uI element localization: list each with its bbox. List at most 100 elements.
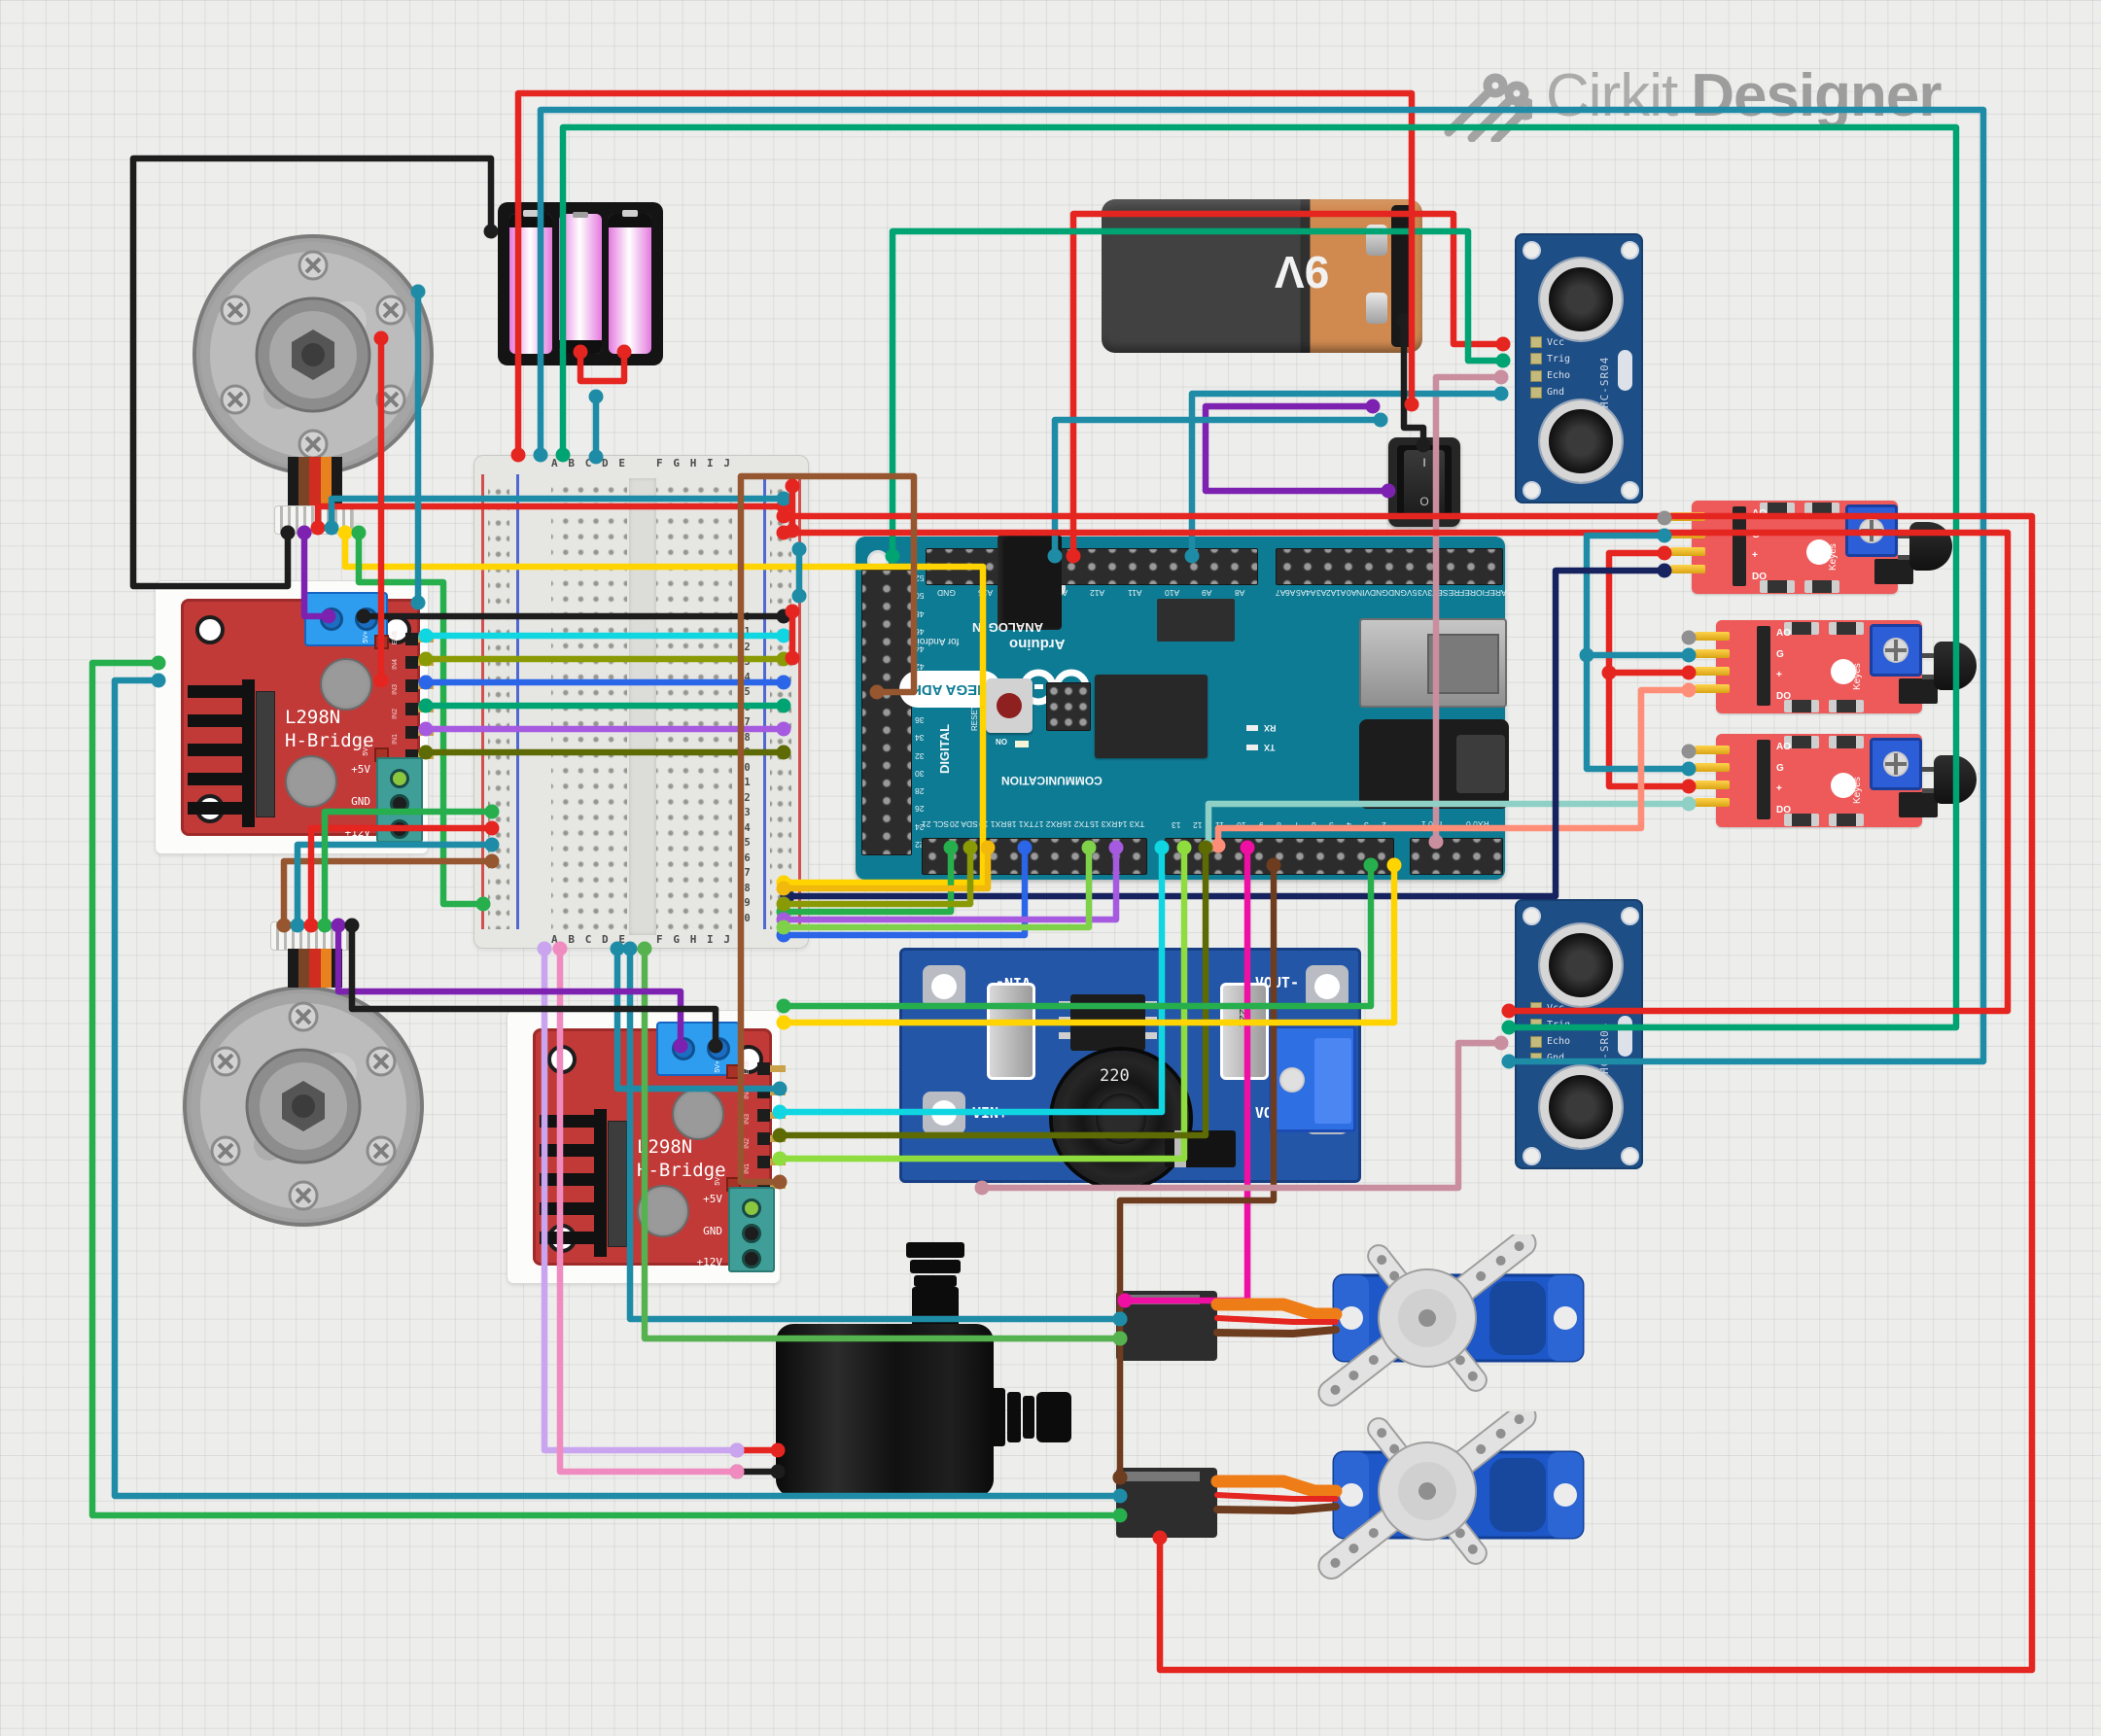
ctrl-pin[interactable]: [757, 1156, 786, 1168]
analog-header-a[interactable]: [926, 548, 1258, 585]
enable-jumper[interactable]: [726, 1064, 741, 1079]
ir-led[interactable]: [1934, 755, 1977, 804]
communication-label: COMMUNICATION: [1001, 774, 1103, 787]
breadboard-row-number: 19: [738, 746, 751, 759]
pot-screw[interactable]: [1279, 1067, 1305, 1093]
ir-led[interactable]: [1909, 522, 1952, 571]
ir-potentiometer[interactable]: [1870, 738, 1922, 790]
serial-header[interactable]: [1410, 838, 1503, 875]
pin-label: 48: [915, 608, 925, 619]
ir-led[interactable]: [1934, 642, 1977, 690]
mount-hole: [1554, 1483, 1577, 1507]
pin-label: IOREF: [1459, 588, 1486, 598]
wire-endpoint[interactable]: [1579, 647, 1594, 663]
analog-power-header[interactable]: [1276, 548, 1503, 585]
battery-holder-3xaa[interactable]: [498, 202, 663, 365]
pin-label: SCL 21: [922, 819, 950, 829]
ctrl-pin[interactable]: [757, 1062, 786, 1075]
capacitor: [320, 658, 372, 711]
trim-potentiometer[interactable]: [1269, 1025, 1356, 1132]
digital-pin-numbers: 52504846444240383634323028262422: [912, 573, 928, 850]
wire-endpoint[interactable]: [1373, 412, 1388, 428]
wire-endpoint[interactable]: [776, 998, 791, 1014]
wire-teal[interactable]: [294, 841, 496, 929]
battery-9v[interactable]: 9V: [1102, 199, 1422, 353]
on-label: ON: [996, 737, 1007, 746]
enable-jumper[interactable]: [374, 635, 389, 649]
wire-endpoint[interactable]: [483, 224, 499, 239]
pwm-header[interactable]: [1165, 838, 1394, 875]
rail-holes[interactable]: [488, 480, 509, 929]
l298n-driver-top[interactable]: L298N H-Bridge ENBIN4IN3IN2IN1ENA 5V+ 5V…: [156, 581, 434, 853]
wire-endpoint[interactable]: [1495, 353, 1511, 368]
reset-button[interactable]: [986, 678, 1033, 733]
ir-potentiometer[interactable]: [1845, 504, 1898, 557]
breadboard-letter: F: [656, 457, 663, 469]
capacitor: [672, 1088, 724, 1140]
wire-endpoint[interactable]: [1493, 386, 1509, 401]
motor-bottom-connector[interactable]: [270, 921, 354, 951]
power-screw-terminal[interactable]: [376, 757, 423, 843]
switch-rocker[interactable]: I O: [1404, 450, 1445, 514]
dc-motor-bottom[interactable]: [177, 980, 430, 1233]
servo-bottom[interactable]: [1108, 1411, 1614, 1625]
pin-label: AO: [1752, 508, 1767, 519]
ctrl-pin[interactable]: [405, 679, 434, 692]
dc-motor-top[interactable]: [187, 228, 439, 481]
pin-label: +: [1752, 550, 1758, 562]
ctrl-pin[interactable]: [405, 633, 434, 645]
ctrl-pin[interactable]: [405, 726, 434, 739]
ctrl-pin[interactable]: [757, 1086, 786, 1098]
motor-top-connector[interactable]: [274, 505, 354, 535]
pin-label: 34: [915, 733, 925, 744]
wire-endpoint[interactable]: [1495, 336, 1511, 352]
wire-teal[interactable]: [1051, 416, 1384, 560]
pin-label: DO: [1752, 571, 1767, 582]
communication-header[interactable]: [922, 838, 1147, 875]
breadboard-row-number: 5: [738, 536, 745, 548]
pin-label: GND: [1370, 588, 1389, 598]
arduino-mega-adk[interactable]: GNDA15A14A13A12A11A10A9A8 A7A6A5A4A3A2A1…: [856, 535, 1509, 880]
pin-label: IN2: [392, 709, 399, 720]
breadboard-letter: I: [707, 457, 714, 469]
power-switch[interactable]: I O: [1388, 437, 1460, 527]
pin-label: 11: [1215, 820, 1224, 830]
wire-endpoint[interactable]: [1493, 369, 1509, 385]
wire-endpoint[interactable]: [1365, 399, 1381, 414]
ctrl-pin[interactable]: [405, 656, 434, 669]
ctrl-pin[interactable]: [757, 1109, 786, 1122]
battery-snap-connector[interactable]: [1391, 205, 1415, 347]
icsp-header[interactable]: [1046, 682, 1091, 731]
transducer: [1540, 924, 1622, 1006]
wire-endpoint[interactable]: [1601, 665, 1617, 680]
wire-purple[interactable]: [1202, 402, 1392, 495]
wire-endpoint[interactable]: [1404, 397, 1419, 412]
digital-double-header[interactable]: [861, 570, 912, 855]
pin-label: A9: [1202, 588, 1212, 598]
wire-endpoint[interactable]: [1493, 1035, 1509, 1051]
buck-converter[interactable]: VIN- VOUT- VIN+ VOUT+ 222 220: [899, 948, 1361, 1187]
ir-potentiometer[interactable]: [1870, 624, 1922, 677]
pin-label: A8: [1234, 588, 1245, 598]
terminal-holes-f-j[interactable]: [656, 478, 732, 935]
ctrl-pin[interactable]: [757, 1132, 786, 1145]
rx-led: [1246, 725, 1258, 731]
vin-plus-pad[interactable]: [923, 1092, 965, 1134]
vout-minus-pad[interactable]: [1306, 965, 1348, 1008]
wire-endpoint[interactable]: [588, 389, 604, 404]
rail-holes[interactable]: [770, 480, 791, 929]
vin-minus-pad[interactable]: [923, 965, 965, 1008]
ctrl-pin[interactable]: [405, 703, 434, 715]
terminal-holes-a-e[interactable]: [551, 478, 627, 935]
wire-brown[interactable]: [280, 857, 496, 929]
water-pump[interactable]: [719, 1234, 1089, 1516]
